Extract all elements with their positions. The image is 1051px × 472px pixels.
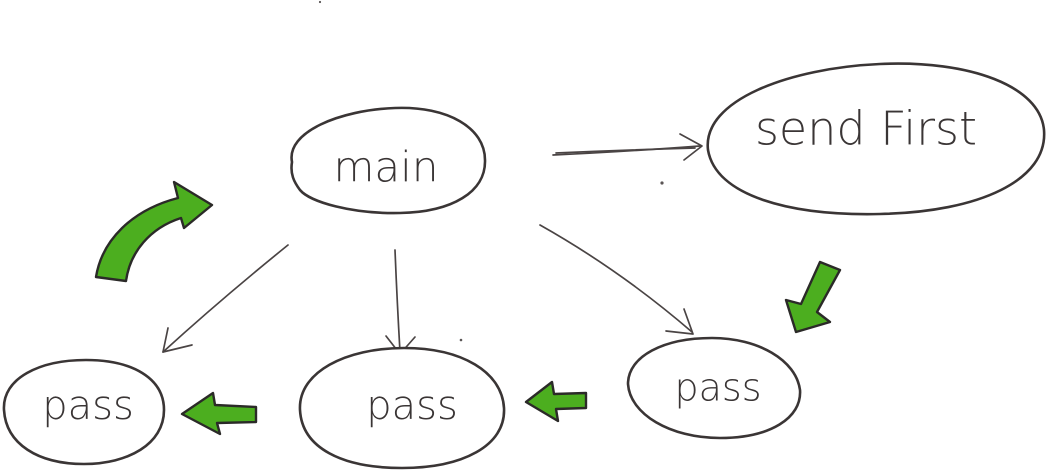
node-pass-middle-outline	[298, 346, 506, 470]
node-send-first-outline	[706, 62, 1046, 216]
node-pass-right-label: pass	[674, 366, 761, 410]
green-arrow-pass-middle-to-pass-left	[180, 391, 258, 436]
node-pass-right-outline	[626, 336, 802, 440]
green-arrow-send-first-to-pass-right	[784, 260, 842, 334]
edge-main-to-send-first	[552, 133, 703, 161]
node-send-first: send First	[706, 62, 1046, 216]
green-arrow-pass-right-to-pass-middle	[524, 380, 588, 423]
edge-main-to-pass-middle	[385, 249, 416, 355]
node-main: main	[290, 106, 487, 215]
node-main-outline	[290, 106, 487, 215]
node-pass-left-label: pass	[42, 383, 134, 429]
ink-speck	[459, 338, 463, 342]
node-pass-left-outline	[2, 358, 166, 466]
node-pass-right: pass	[626, 336, 802, 440]
ink-speck	[318, 0, 322, 4]
edge-main-to-pass-right	[539, 224, 694, 335]
ink-speck	[660, 181, 664, 185]
node-pass-left: pass	[2, 358, 166, 466]
green-arrow-pass-left-to-main	[94, 180, 214, 283]
node-send-first-label: send First	[755, 102, 977, 156]
node-main-label: main	[334, 143, 439, 192]
edge-main-to-pass-left	[162, 244, 289, 353]
node-pass-middle-label: pass	[366, 383, 458, 429]
node-pass-middle: pass	[298, 346, 506, 470]
